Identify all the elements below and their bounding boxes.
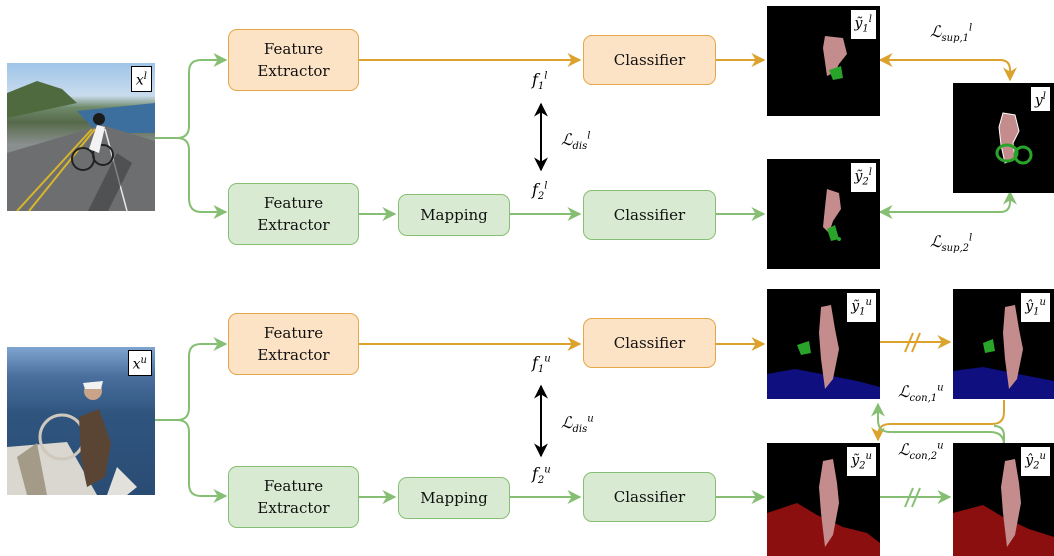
classifier-2-labeled: Classifier [583, 190, 716, 240]
y-l-tag: yl [1029, 86, 1051, 112]
mapping-unlabeled: Mapping [398, 477, 510, 519]
feature-extractor-label: Feature Extractor [257, 324, 330, 364]
label-f2-u: f2u [532, 464, 551, 487]
seg-map-y2-tilde-u: ỹ2u [767, 443, 880, 556]
label-l-sup-2: ℒsup,2l [930, 232, 973, 255]
classifier-label: Classifier [613, 206, 686, 224]
seg-map-y2-hat-u: ŷ2u [953, 443, 1054, 556]
feature-extractor-2-labeled: Feature Extractor [228, 183, 359, 245]
arrow-sup1 [878, 53, 1017, 82]
unlabeled-input-image: xu [7, 347, 155, 495]
arrow-xu-to-fe1 [155, 337, 228, 421]
classifier-2-unlabeled: Classifier [583, 472, 716, 522]
y2-hat-u-tag: ŷ2u [1020, 446, 1051, 478]
sailor-scene [7, 381, 137, 495]
label-l-dis-u: ℒdisu [561, 413, 594, 436]
label-l-sup-1: ℒsup,1l [930, 22, 973, 45]
classifier-1-labeled: Classifier [583, 35, 716, 85]
feature-extractor-1-unlabeled: Feature Extractor [228, 313, 359, 375]
arrow-con2 [878, 404, 1005, 446]
arrow-xl-to-fe1 [155, 53, 228, 139]
ground-truth-y-l: yl [953, 83, 1054, 193]
classifier-label: Classifier [613, 51, 686, 69]
mapping-label: Mapping [420, 489, 488, 507]
label-f2-l: f2l [532, 180, 548, 203]
seg-map-y1-tilde-u: ỹ1u [767, 289, 880, 399]
classifier-1-unlabeled: Classifier [583, 318, 716, 368]
classifier-label: Classifier [613, 334, 686, 352]
feature-extractor-2-unlabeled: Feature Extractor [228, 466, 359, 528]
cyclist-scene [7, 81, 155, 211]
y2-tilde-u-tag: ỹ2u [846, 446, 877, 478]
feature-extractor-label: Feature Extractor [257, 477, 330, 517]
stop-grad-1 [904, 332, 921, 353]
labeled-input-image: xl [7, 63, 155, 211]
arrow-con1 [871, 400, 1005, 442]
mapping-label: Mapping [420, 206, 488, 224]
seg-map-y1-tilde-l: ỹ1l [767, 6, 880, 116]
feature-extractor-label: Feature Extractor [257, 40, 330, 80]
seg-map-y1-hat-u: ŷ1u [953, 289, 1054, 399]
label-l-con-1: ℒcon,1u [898, 382, 944, 405]
y1-tilde-u-tag: ỹ1u [846, 292, 877, 324]
y1-hat-u-tag: ŷ1u [1020, 292, 1051, 324]
xu-tag: xu [127, 350, 152, 376]
label-f1-u: f1u [532, 353, 551, 376]
arrow-xu-to-fe2 [176, 419, 228, 503]
arrow-sup2 [878, 190, 1017, 219]
mapping-labeled: Mapping [398, 194, 510, 236]
classifier-label: Classifier [613, 488, 686, 506]
y2-tilde-l-tag: ỹ2l [849, 162, 877, 194]
label-l-con-2: ℒcon,2u [898, 440, 944, 463]
feature-extractor-label: Feature Extractor [257, 194, 330, 234]
xl-tag: xl [130, 66, 152, 92]
arrow-xl-to-fe2 [176, 137, 228, 219]
feature-extractor-1-labeled: Feature Extractor [228, 29, 359, 91]
label-f1-l: f1l [532, 70, 548, 93]
y1-tilde-l-tag: ỹ1l [849, 9, 877, 41]
seg-map-y2-tilde-l: ỹ2l [767, 159, 880, 269]
stop-grad-2 [904, 487, 921, 508]
label-l-dis-l: ℒdisl [561, 130, 591, 153]
